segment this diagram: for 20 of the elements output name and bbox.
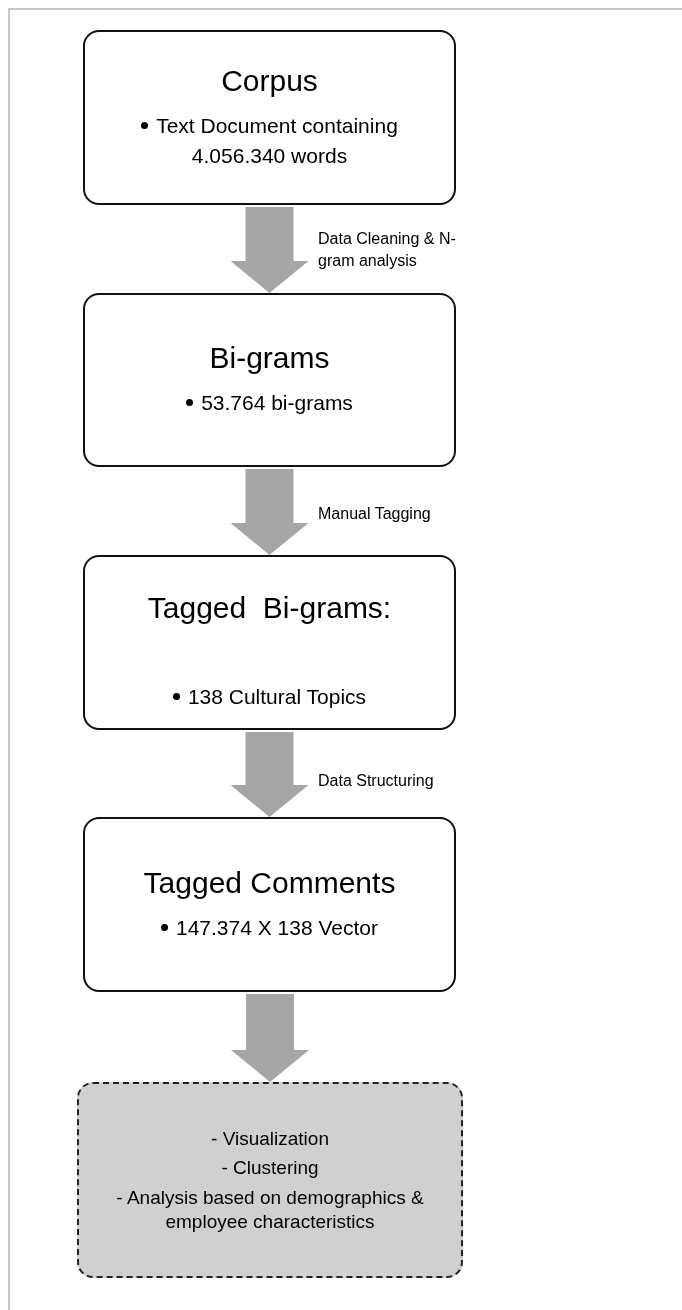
process-box bbox=[83, 555, 456, 730]
box-title: Corpus bbox=[221, 63, 318, 97]
box-detail: 147.374 X 138 Vector bbox=[176, 915, 378, 939]
process-box bbox=[83, 293, 456, 467]
box-title: Tagged Comments bbox=[143, 865, 396, 899]
block-arrow bbox=[230, 207, 309, 293]
process-box bbox=[83, 30, 456, 205]
block-arrow bbox=[230, 732, 309, 817]
box-detail: Text Document containing 4.056.340 words bbox=[156, 113, 398, 167]
box-detail: 138 Cultural Topics bbox=[187, 685, 367, 708]
activity-text: - Clustering bbox=[221, 1156, 319, 1180]
result-box bbox=[77, 1082, 463, 1278]
block-arrow bbox=[230, 469, 309, 555]
box-title: Tagged Bi-grams: bbox=[147, 591, 392, 624]
activity-text: - Visualization bbox=[211, 1126, 329, 1151]
box-title: Bi-grams bbox=[209, 341, 330, 375]
activity-text: - Analysis based on demographics & employee characteristics bbox=[115, 1186, 425, 1234]
process-box bbox=[83, 817, 456, 992]
block-arrow bbox=[231, 994, 309, 1082]
box-detail: 53.764 bi-grams bbox=[201, 391, 353, 415]
